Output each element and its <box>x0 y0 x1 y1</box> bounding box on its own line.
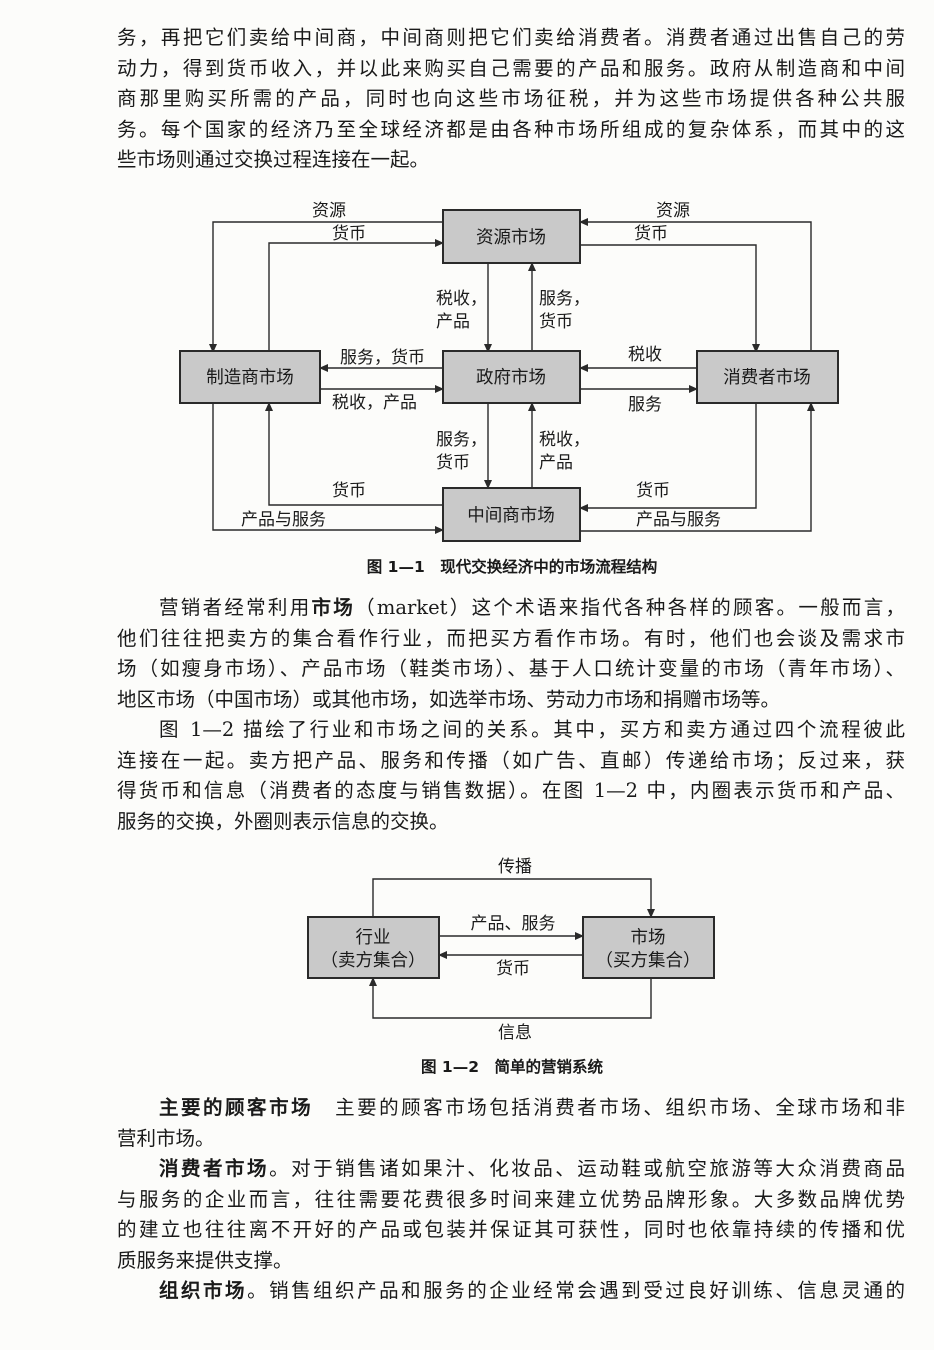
section-heading: 消费者市场 <box>159 1157 270 1180</box>
box-label: （买方集合） <box>596 951 701 971</box>
flow-label: 产品与服务 <box>241 510 326 530</box>
text-line: 的建立也往往离不开好的产品或包装并保证其可获性，同时也依靠持续的传播和优 <box>117 1218 905 1241</box>
flow-label: 服务， <box>539 289 590 309</box>
text-line: 些市场则通过交换过程连接在一起。 <box>117 148 430 171</box>
flow-arrow <box>579 403 757 512</box>
flow-arrow <box>209 221 443 353</box>
flow-label: 税收， <box>436 289 487 309</box>
flow-label: 税收 <box>628 345 662 365</box>
text-line: 得货币和信息（消费者的态度与销售数据）。在图 1—2 中，内圈表示货币和产品、 <box>117 779 905 802</box>
intermediary-market-box <box>442 487 581 542</box>
text-line: 地区市场（中国市场）或其他市场，如选举市场、劳动力市场和捐赠市场等。 <box>117 687 781 711</box>
middle-paragraphs: 营销者经常利用市场（market）这个术语来指代各种各样的顾客。一般而言， 他们… <box>117 593 905 837</box>
flow-arrow <box>265 402 443 506</box>
text-line: 场（如瘦身市场）、产品市场（鞋类市场）、基于人口统计变量的市场（青年市场）、 <box>117 657 905 680</box>
flow-label: 资源 <box>656 201 690 221</box>
text-line: 质服务来提供支撑。 <box>117 1248 293 1272</box>
flow-label: 货币 <box>436 453 470 473</box>
text-line: 消费者市场。对于销售诸如果汁、化妆品、运动鞋或航空旅游等大众消费商品 <box>117 1154 905 1185</box>
industry-box <box>307 916 440 979</box>
flow-arrow <box>580 402 815 532</box>
text-segment: 主要的顾客市场包括消费者市场、组织市场、全球市场和非 <box>313 1096 905 1119</box>
manufacturer-market-box <box>179 350 321 404</box>
flow-label: 货币 <box>332 481 366 501</box>
text-line: 图 1—2 描绘了行业和市场之间的关系。其中，买方和卖方通过四个流程彼此 <box>159 718 905 741</box>
text-line: 他们往往把卖方的集合看作行业，而把买方看作市场。有时，他们也会谈及需求市 <box>117 626 905 650</box>
text-line: 营销者经常利用市场（market）这个术语来指代各种各样的顾客。一般而言， <box>117 593 905 624</box>
flow-label: 货币 <box>539 312 573 332</box>
text-line: 营利市场。 <box>117 1126 215 1150</box>
text-line: 服务的交换，外圈则表示信息的交换。 <box>117 809 449 833</box>
box-label: 资源市场 <box>476 228 546 248</box>
text-line: 组织市场。销售组织产品和服务的企业经常会遇到受过良好训练、信息灵通的 <box>117 1276 905 1307</box>
text-segment: 。对于销售诸如果汁、化妆品、运动鞋或航空旅游等大众消费商品 <box>269 1157 905 1180</box>
box-label: 中间商市场 <box>467 506 555 526</box>
flow-arrow <box>579 218 812 352</box>
flow-label: 产品、服务 <box>471 914 556 934</box>
flow-arrow <box>372 878 655 918</box>
text-segment: 。销售组织产品和服务的企业经常会遇到受过良好训练、信息灵通的 <box>247 1279 905 1302</box>
box-label: （卖方集合） <box>321 951 426 971</box>
section-heading: 主要的顾客市场 <box>159 1096 314 1119</box>
figure-2-marketing-system: 行业 （卖方集合） 市场 （买方集合） 传播 产品、服务 货币 信息 图 1—2… <box>307 857 715 1076</box>
flow-arrow <box>580 244 760 353</box>
text-line: 主要的顾客市场 主要的顾客市场包括消费者市场、组织市场、全球市场和非 <box>117 1093 905 1124</box>
box-label: 市场 <box>631 928 666 948</box>
text-line: 务，再把它们卖给中间商，中间商则把它们卖给消费者。消费者通过出售自己的劳 <box>117 26 905 49</box>
figure-1-caption: 图 1—1 现代交换经济中的市场流程结构 <box>367 557 657 576</box>
section-heading: 组织市场 <box>159 1279 248 1302</box>
flow-arrow <box>212 403 444 534</box>
market-box <box>582 916 715 979</box>
flow-label: 服务， <box>436 430 487 450</box>
text-line: 与服务的企业而言，往往需要花费很多时间来建立优势品牌形象。大多数品牌优势 <box>117 1187 905 1211</box>
flow-label: 税收，产品 <box>332 393 417 413</box>
figure-2-caption: 图 1—2 简单的营销系统 <box>421 1057 603 1076</box>
flow-label: 货币 <box>636 481 670 501</box>
box-label: 消费者市场 <box>723 368 811 388</box>
flow-label: 信息 <box>498 1023 532 1043</box>
top-paragraph: 务，再把它们卖给中间商，中间商则把它们卖给消费者。消费者通过出售自己的劳 动力，… <box>117 23 905 176</box>
flow-arrow <box>369 977 652 1019</box>
term-bold: 市场 <box>311 596 356 619</box>
consumer-market-box <box>696 350 839 404</box>
box-label: 制造商市场 <box>206 368 294 388</box>
flow-label: 资源 <box>312 201 346 221</box>
text-line: 动力，得到货币收入，并以此来购买自己需要的产品和服务。政府从制造商和中间 <box>117 56 905 80</box>
text-line: 商那里购买所需的产品，同时也向这些市场征税，并为这些市场提供各种公共服 <box>117 87 905 110</box>
flow-label: 产品 <box>436 312 470 332</box>
flow-label: 产品与服务 <box>636 510 721 530</box>
flow-label: 货币 <box>496 959 530 979</box>
box-label: 行业 <box>356 928 391 948</box>
bottom-paragraphs: 主要的顾客市场 主要的顾客市场包括消费者市场、组织市场、全球市场和非 营利市场。… <box>117 1093 905 1307</box>
government-market-box <box>442 350 581 404</box>
flow-label: 服务，货币 <box>340 348 425 368</box>
flow-label: 税收， <box>539 430 590 450</box>
flow-label: 货币 <box>332 224 366 244</box>
text-line: 连接在一起。卖方把产品、服务和传播（如广告、直邮）传递给市场；反过来，获 <box>117 748 905 772</box>
text-line: 务。每个国家的经济乃至全球经济都是由各种市场所组成的复杂体系，而其中的这 <box>117 117 905 141</box>
figure-1-market-flow: 资源市场 制造商市场 政府市场 消费者市场 中间商市场 资源 货币 资源 货币 … <box>179 201 839 576</box>
flow-arrow <box>268 239 444 352</box>
resource-market-box <box>442 209 581 264</box>
flow-label: 产品 <box>539 453 573 473</box>
flow-label: 货币 <box>634 224 668 244</box>
box-label: 政府市场 <box>476 368 546 388</box>
flow-label: 传播 <box>498 857 532 877</box>
text-segment: 营销者经常利用 <box>159 596 312 619</box>
text-segment: （market）这个术语来指代各种各样的顾客。一般而言， <box>355 596 905 619</box>
flow-label: 服务 <box>628 395 662 415</box>
